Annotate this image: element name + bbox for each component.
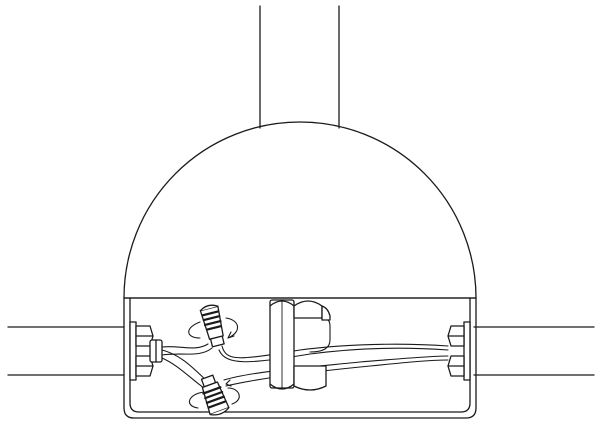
wire-bundle xyxy=(161,317,449,389)
cable-gland-right xyxy=(447,321,471,381)
splice-block xyxy=(269,299,331,391)
conduit-pipe-top xyxy=(259,5,340,129)
rotation-arrow-icon xyxy=(188,317,239,339)
wire-connector-upper xyxy=(199,304,225,348)
cable-gland-left xyxy=(129,321,163,381)
wire-connector-lower xyxy=(200,374,230,416)
conduit-pipe-right xyxy=(473,326,595,376)
junction-box xyxy=(123,297,477,419)
dome-cover xyxy=(123,121,477,299)
conduit-pipe-left xyxy=(7,326,125,376)
rotation-arrow-icon xyxy=(188,379,240,409)
